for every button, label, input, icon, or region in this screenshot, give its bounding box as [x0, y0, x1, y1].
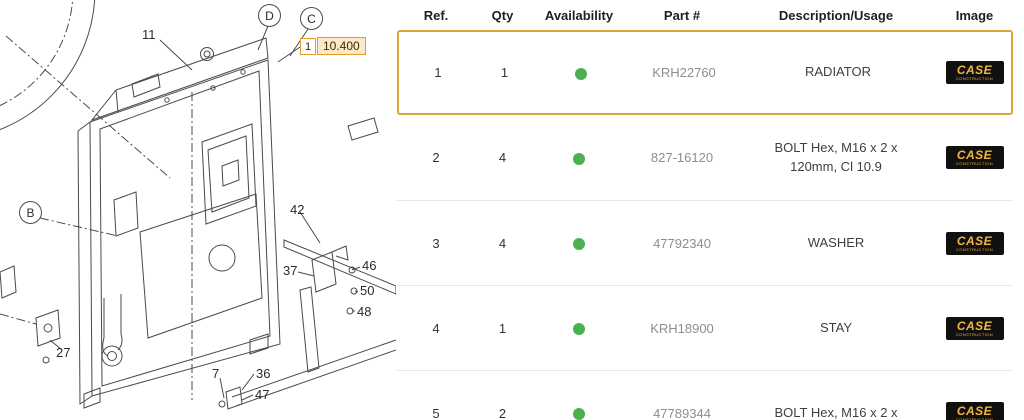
callout-48[interactable]: 48: [357, 304, 372, 319]
case-logo-subtext: CONSTRUCTION: [955, 246, 994, 252]
description-cell: WASHER: [736, 234, 936, 253]
case-logo-subtext: CONSTRUCTION: [955, 161, 994, 166]
callout-27[interactable]: 27: [56, 345, 71, 360]
availability-dot: [573, 238, 585, 251]
availability-dot: [573, 152, 585, 165]
description-cell: BOLT Hex, M16 x 2 x: [736, 404, 936, 420]
parts-table: Ref. Qty Availability Part # Description…: [397, 0, 1013, 420]
view-letter-b: B: [19, 201, 42, 224]
callout-36[interactable]: 36: [256, 366, 271, 381]
case-logo-text: CASE: [956, 233, 993, 248]
parts-diagram-panel: D C B 1 10.400 11 42 37 46 50 48 27 7 36…: [0, 0, 396, 420]
availability-cell: [530, 236, 628, 251]
qty-cell: 4: [498, 235, 507, 251]
case-logo: CASE CONSTRUCTION: [945, 231, 1004, 255]
table-header-row: Ref. Qty Availability Part # Description…: [397, 0, 1013, 30]
case-logo-text: CASE: [956, 148, 993, 162]
case-logo-text: CASE: [956, 63, 993, 77]
header-image: Image: [955, 7, 994, 23]
header-part: Part #: [663, 7, 701, 23]
header-availability: Availability: [544, 7, 614, 23]
view-letter-c: C: [300, 7, 323, 30]
description-cell: BOLT Hex, M16 x 2 x 120mm, Cl 10.9: [736, 139, 936, 177]
ref-cell: 1: [434, 65, 442, 80]
ref-cell: 5: [432, 405, 440, 420]
case-logo: CASE CONSTRUCTION: [945, 61, 1004, 84]
image-cell[interactable]: CASE CONSTRUCTION: [936, 231, 1013, 255]
availability-cell: [530, 406, 628, 420]
availability-cell: [530, 321, 628, 336]
description-text: STAY: [819, 319, 853, 335]
qty-cell: 1: [500, 65, 509, 80]
table-body: 1 1 KRH22760 RADIATOR CASE CONSTRUCTION …: [397, 30, 1013, 420]
table-row[interactable]: 2 4 827-16120 BOLT Hex, M16 x 2 x 120mm,…: [397, 115, 1013, 200]
part-number[interactable]: KRH18900: [650, 320, 714, 336]
part-number[interactable]: 47792340: [653, 235, 711, 251]
header-description: Description/Usage: [778, 7, 894, 23]
dimension-badge: 10.400: [317, 37, 366, 55]
description-cell: STAY: [736, 319, 936, 338]
availability-dot: [575, 67, 587, 80]
table-row[interactable]: 4 1 KRH18900 STAY CASE CONSTRUCTION: [397, 285, 1013, 370]
table-row[interactable]: 1 1 KRH22760 RADIATOR CASE CONSTRUCTION: [397, 30, 1013, 115]
qty-cell: 4: [498, 150, 507, 165]
callout-7[interactable]: 7: [212, 366, 220, 381]
case-logo: CASE CONSTRUCTION: [945, 146, 1004, 169]
case-logo: CASE CONSTRUCTION: [945, 316, 1004, 340]
case-logo-text: CASE: [956, 318, 993, 333]
image-cell[interactable]: CASE CONSTRUCTION: [938, 61, 1011, 84]
image-cell[interactable]: CASE CONSTRUCTION: [936, 401, 1013, 420]
availability-cell: [532, 65, 630, 80]
description-text: RADIATOR: [805, 64, 871, 80]
ref-cell: 3: [432, 235, 440, 251]
description-text: BOLT Hex, M16 x 2 x: [774, 404, 898, 420]
table-row[interactable]: 3 4 47792340 WASHER CASE CONSTRUCTION: [397, 200, 1013, 285]
ref-cell: 4: [432, 320, 440, 336]
callout-37[interactable]: 37: [283, 263, 298, 278]
callout-42[interactable]: 42: [290, 202, 305, 217]
case-logo-subtext: CONSTRUCTION: [955, 76, 994, 81]
callout-50[interactable]: 50: [360, 283, 375, 298]
header-ref: Ref.: [423, 7, 449, 23]
availability-dot: [573, 408, 585, 420]
image-cell[interactable]: CASE CONSTRUCTION: [936, 316, 1013, 340]
part-number[interactable]: 47789344: [653, 405, 711, 420]
qty-cell: 2: [498, 405, 507, 420]
case-logo-subtext: CONSTRUCTION: [955, 331, 994, 337]
image-cell[interactable]: CASE CONSTRUCTION: [936, 146, 1013, 169]
header-qty: Qty: [491, 7, 514, 23]
case-logo-text: CASE: [956, 403, 993, 418]
description-text: WASHER: [807, 234, 865, 250]
case-logo: CASE CONSTRUCTION: [945, 401, 1004, 420]
description-cell: RADIATOR: [738, 63, 938, 82]
callout-46[interactable]: 46: [362, 258, 377, 273]
table-row[interactable]: 5 2 47789344 BOLT Hex, M16 x 2 x CASE CO…: [397, 370, 1013, 420]
part-number[interactable]: KRH22760: [652, 65, 716, 80]
callout-11[interactable]: 11: [142, 27, 156, 42]
parts-diagram: [0, 0, 396, 410]
qty-cell: 1: [498, 320, 507, 336]
case-logo-subtext: CONSTRUCTION: [955, 416, 994, 420]
part-number[interactable]: 827-16120: [650, 150, 714, 165]
callout-47[interactable]: 47: [255, 387, 270, 402]
ref-cell: 2: [432, 150, 440, 165]
callout-1-selected[interactable]: 1: [300, 38, 316, 55]
description-text: BOLT Hex, M16 x 2 x 120mm, Cl 10.9: [774, 139, 898, 174]
view-letter-d: D: [258, 4, 281, 27]
availability-cell: [530, 150, 628, 165]
availability-dot: [573, 323, 585, 336]
